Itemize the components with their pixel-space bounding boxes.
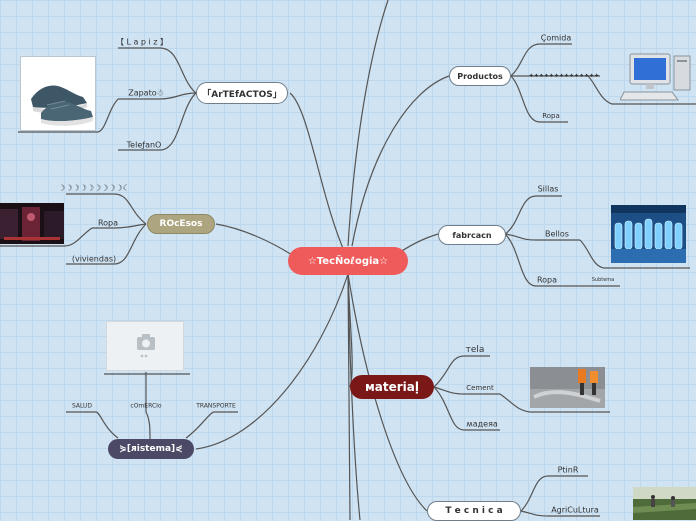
branch-material[interactable]: ᴍateriaḷ xyxy=(350,375,434,399)
branch-fabricacion[interactable]: fabrcacn xyxy=(438,225,506,245)
leaf-ropa[interactable]: Ropa xyxy=(97,218,119,228)
leaf-comida[interactable]: Çomida xyxy=(540,33,572,43)
leaf-salud[interactable]: SALUD xyxy=(71,402,93,410)
central-topic-label: ☆TecÑoℓogia☆ xyxy=(307,255,389,267)
branch-procesos[interactable]: ROcEsos xyxy=(147,214,215,234)
leaf-viviendas[interactable]: (viviendas) xyxy=(71,254,117,264)
branch-material-label: ᴍateriaḷ xyxy=(364,380,420,394)
leaf-sillas[interactable]: Sillas xyxy=(537,184,559,194)
central-topic[interactable]: ☆TecÑoℓogia☆ xyxy=(288,247,408,275)
leaf-bellos[interactable]: Bellos xyxy=(545,229,569,239)
leaf-subtema[interactable]: Subtema xyxy=(591,277,615,283)
leaf-productos-ropa[interactable]: Ropa xyxy=(542,112,560,120)
branch-artefactos[interactable]: 「ArTEfACTOS」 xyxy=(196,82,288,104)
branch-fabricacion-label: fabrcacn xyxy=(452,230,492,240)
branch-productos-label: Productos xyxy=(457,71,503,81)
leaf-madera[interactable]: ʍaдeяa xyxy=(466,419,498,429)
branch-tecnica-label: T e c n i c a xyxy=(445,506,503,516)
leaf-productos-2[interactable]: ✦✦✦✦✦✦✦✦✦✦✦✦✦✦ xyxy=(528,72,600,80)
leaf-tela[interactable]: тela xyxy=(465,345,485,355)
leaf-fabricacion-ropa[interactable]: Ropa xyxy=(536,275,558,285)
farm-image xyxy=(633,487,696,520)
leaf-lapiz[interactable]: 【 L a p i z 】 xyxy=(115,37,169,47)
stage-image xyxy=(0,203,64,244)
leaf-agricultura[interactable]: AgriCuLtura xyxy=(551,505,599,515)
branch-sistema-label: ⋟[ᴙistema]⋞ xyxy=(119,444,183,454)
leaf-procesos-1[interactable]: ☽☽☽☽☽☽☽☽☽☾ xyxy=(58,183,130,193)
branch-tecnica[interactable]: T e c n i c a xyxy=(427,501,521,521)
leaf-telefono[interactable]: TeleƒanO xyxy=(126,140,162,150)
leaf-comercio[interactable]: cOmERCIo xyxy=(130,402,162,410)
computer-image xyxy=(620,52,696,102)
branch-procesos-label: ROcEsos xyxy=(159,219,203,229)
construction-image xyxy=(530,367,605,408)
branch-artefactos-label: 「ArTEfACTOS」 xyxy=(202,89,282,100)
leaf-zapato[interactable]: Zapato☃ xyxy=(128,88,164,98)
camera-placeholder-icon xyxy=(106,321,184,371)
leaf-cement[interactable]: Cement xyxy=(466,384,494,392)
branch-productos[interactable]: Productos xyxy=(449,66,511,86)
branch-sistema[interactable]: ⋟[ᴙistema]⋞ xyxy=(108,439,194,459)
bottles-image xyxy=(611,205,686,263)
leaf-ptinr[interactable]: PtinR xyxy=(557,465,579,475)
leaf-transporte[interactable]: TRANSPORTE xyxy=(196,402,236,410)
shoes-image xyxy=(20,56,96,131)
